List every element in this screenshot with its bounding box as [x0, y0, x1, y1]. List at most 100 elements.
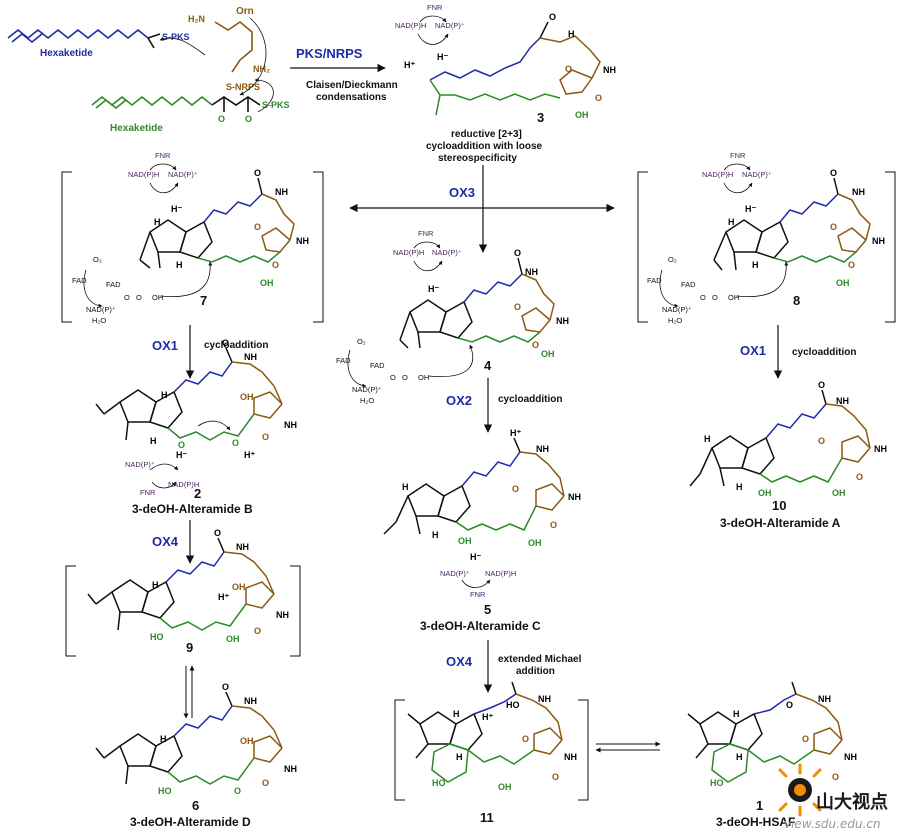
h-label: H — [160, 734, 167, 744]
h-label: H — [176, 260, 183, 270]
fnr-cycle-8: FNR NAD(P)H NAD(P)⁺ — [702, 151, 772, 194]
o-label: O — [818, 380, 825, 390]
o2-label: O₂ — [357, 337, 366, 346]
o-label: O — [390, 373, 396, 382]
h-label: H — [453, 709, 460, 719]
fad-label: FAD — [106, 280, 121, 289]
nh-label: NH — [284, 764, 297, 774]
ox2-label: OX2 — [446, 393, 472, 408]
nh-label: NH — [275, 187, 288, 197]
nadp-label: NAD(P)⁺ — [662, 305, 692, 314]
fad-label: FAD — [72, 276, 87, 285]
nadph-label: NAD(P)H — [128, 170, 159, 179]
compound-5-number: 5 — [484, 602, 491, 617]
o-label: O — [254, 626, 261, 636]
nh-label: H — [568, 29, 575, 39]
watermark-logo — [778, 763, 822, 817]
watermark-brand: 山大视点 — [816, 791, 888, 813]
compound-5-structure — [383, 437, 565, 535]
o2-label: O₂ — [668, 255, 677, 264]
oh-label: OH — [418, 373, 429, 382]
h-label: H — [733, 709, 740, 719]
ornithine-unit — [214, 21, 253, 73]
reductive-label-3: stereospecificity — [438, 153, 517, 164]
compound-5-name: 3-deOH-Alteramide C — [420, 619, 541, 633]
left-bracket — [637, 171, 648, 323]
fad-cycle-4: O₂ FAD FAD O O OH NAD(P)⁺ H₂O — [336, 337, 474, 405]
pks-nrps-label: PKS/NRPS — [296, 46, 363, 61]
right-bracket — [578, 699, 589, 801]
o-label: O — [514, 248, 521, 258]
curved-arrow — [159, 36, 206, 56]
fad-cycle-7: O₂ FAD FAD O O OH NAD(P)⁺ H₂O — [72, 255, 213, 325]
fnr-label: FNR — [418, 229, 434, 238]
curved-arrow — [254, 78, 274, 113]
oh-label: OH — [498, 782, 512, 792]
fad-cycle-8: O₂ FAD FAD O O OH NAD(P)⁺ H₂O — [647, 255, 789, 325]
nadp-label: NAD(P)⁺ — [432, 248, 462, 257]
fnr-label: FNR — [470, 590, 486, 599]
ho-label: HO — [158, 786, 172, 796]
o-label: O — [222, 338, 229, 348]
o-label: O — [262, 432, 269, 442]
left-bracket — [65, 565, 76, 657]
o-label: O — [124, 293, 130, 302]
nh-label: NH — [836, 396, 849, 406]
nadp-label: NAD(P)⁺ — [125, 460, 155, 469]
nh-label: NH — [564, 752, 577, 762]
hexaketide-label-2: Hexaketide — [110, 123, 163, 134]
nh-label: NH — [536, 444, 549, 454]
h2o-label: H₂O — [92, 316, 106, 325]
right-bracket — [290, 565, 301, 657]
s-nrps-label: S-NRPS — [226, 82, 260, 92]
fnr-cycle-top: FNR NAD(P)H NAD(P)⁺ — [395, 3, 465, 45]
hydride-label: H⁻ — [171, 204, 182, 214]
o-label: O — [565, 64, 572, 74]
ox4-left-label: OX4 — [152, 534, 179, 549]
o-label: O — [818, 436, 825, 446]
h-label: H — [432, 530, 439, 540]
nadph-label: NAD(P)H — [485, 569, 516, 578]
h-label: H — [736, 752, 743, 762]
nh-label: NH — [556, 316, 569, 326]
ox4-right-label: OX4 — [446, 654, 473, 669]
o-label: O — [802, 734, 809, 744]
h2o-label: H₂O — [668, 316, 682, 325]
ox3-label: OX3 — [449, 185, 475, 200]
claisen-label-2: condensations — [316, 92, 387, 103]
nh-label: NH — [244, 696, 257, 706]
oh-label: OH — [728, 293, 739, 302]
compound-10-number: 10 — [772, 498, 786, 513]
h2o-label: H₂O — [360, 396, 374, 405]
fnr-label: FNR — [427, 3, 443, 12]
fnr-cycle-2: NAD(P)⁺ NAD(P)H FNR — [125, 460, 199, 497]
o-label: O — [830, 168, 837, 178]
nh2-label: NH₂ — [253, 64, 270, 74]
compound-1-name: 3-deOH-HSAF — [716, 815, 795, 829]
fnr-cycle-7: FNR NAD(P)H NAD(P)⁺ — [128, 151, 198, 194]
o-label: O — [178, 440, 185, 450]
hexaketide-chain-2 — [91, 95, 261, 112]
fnr-label: FNR — [730, 151, 746, 160]
o-label: O — [522, 734, 529, 744]
o-label: O — [222, 682, 229, 692]
ho-label: HO — [506, 700, 520, 710]
o-label: O — [848, 260, 855, 270]
compound-2-structure — [95, 347, 283, 441]
nh-label: NH — [852, 187, 865, 197]
watermark-url: view.sdu.edu.cn — [784, 817, 881, 831]
cycloaddition-label: cycloaddition — [204, 340, 268, 351]
hydride-label: H⁻ — [428, 284, 439, 294]
o-label: O — [402, 373, 408, 382]
nh-label: NH — [525, 267, 538, 277]
o-label: O — [254, 168, 261, 178]
s-pks-label-1: S-PKS — [162, 32, 190, 42]
o-label: O — [262, 778, 269, 788]
right-bracket — [885, 171, 896, 323]
h-label: H — [728, 217, 735, 227]
h-label: H — [161, 390, 168, 400]
nadp-label: NAD(P)⁺ — [742, 170, 772, 179]
o-label: O — [712, 293, 718, 302]
nh-label: NH — [568, 492, 581, 502]
nh-label: NH — [872, 236, 885, 246]
